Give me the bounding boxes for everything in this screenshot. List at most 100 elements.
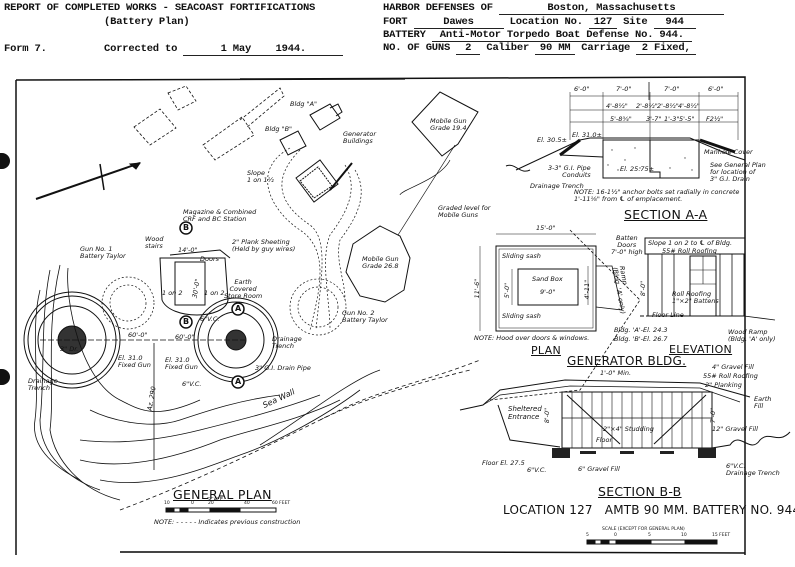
fort-value: Dawes (413, 16, 504, 29)
gen-sand-height: 5'-0" (503, 282, 512, 299)
label-gun-1: Gun No. 1 Battery Taylor (80, 245, 126, 261)
aa-dim-mid-3: 4'-8½" (678, 102, 700, 110)
fort-label: FORT (383, 16, 408, 28)
battery-label: BATTERY (383, 29, 426, 41)
gen-sliding-bottom: Sliding sash (502, 312, 541, 320)
label-6vc-bottom: 6"V.C. (182, 380, 202, 388)
battery-row: BATTERY Anti-Motor Torpedo Boat Defense … (383, 29, 692, 42)
general-plan-scale-label: SCALE (207, 497, 224, 503)
bb-vc-right: 6"V.C. Drainage Trench (726, 462, 780, 478)
harbor-row: HARBOR DEFENSES OF Boston, Massachusetts (383, 2, 724, 15)
caliber-value: 90 MM (535, 42, 576, 55)
label-dim-60-left: 60'-0" (128, 331, 148, 339)
label-3in-drain: 3" Dr. (60, 345, 79, 353)
generator-buildings-plan (279, 103, 343, 156)
label-earth-store-room: Earth Covered Store Room (224, 278, 263, 301)
gen-elev-height: 8'-0" (639, 280, 648, 297)
label-mobile-gun-19-4: Mobile Gun Grade 19.4 (430, 117, 467, 133)
aa-el-31-0: El. 31.0± (572, 131, 602, 139)
site-label: Site (623, 16, 648, 28)
general-plan-title: GENERAL PLAN (173, 487, 272, 502)
general-plan-scale-tick-1: 0 (191, 501, 194, 506)
general-plan-scale-tick-4: 60 FEET (272, 501, 291, 506)
store-room-plan (159, 249, 231, 316)
label-dim-60-right: 60'-0" (175, 333, 195, 341)
bb-min: 1'-0" Min. (600, 369, 632, 377)
aa-dim-top-2: 7'-0" (664, 85, 680, 93)
battery-taylor-dashed (101, 276, 347, 336)
bb-gravel-4: 4" Gravel Fill (712, 363, 754, 371)
bb-floor-el: Floor El. 27.5 (482, 459, 525, 467)
corrected-date: 1 May 1944. (183, 43, 344, 56)
label-dim-14: 14'-0" (178, 246, 198, 254)
aa-dim-low-4: F2½" (706, 115, 724, 123)
section-marker-a-top: A (235, 304, 242, 313)
bb-vc-left: 6"V.C. (527, 466, 547, 474)
general-plan-note: NOTE: - - - - - Indicates previous const… (154, 518, 301, 526)
report-title: REPORT OF COMPLETED WORKS - SEACOAST FOR… (4, 2, 316, 14)
guns-label: NO. OF GUNS (383, 42, 451, 54)
label-graded-level: Graded level for Mobile Guns (438, 204, 491, 220)
carriage-label: Carriage (581, 42, 631, 54)
label-wood-stairs: Wood stairs (145, 235, 164, 251)
bb-planking: 2" Planking (705, 381, 742, 389)
label-drain-pipe: 3" G.I. Drain Pipe (255, 364, 311, 372)
bb-height-right: 7'-0" (709, 407, 718, 424)
label-slope-1on2-left: 1 on 2 (162, 289, 183, 297)
label-gun-2: Gun No. 2 Battery Taylor (342, 309, 388, 325)
label-generator-buildings: Generator Buildings (343, 130, 377, 146)
caliber-label: Caliber (486, 42, 530, 54)
mobile-gun-19-4-outline (411, 91, 479, 157)
gen-width: 15'-0" (536, 224, 556, 232)
contours-magazine (267, 147, 362, 331)
gravel-footings (552, 448, 716, 458)
mobile-gun-26-8-outline (345, 225, 411, 303)
label-slope-1on2-right: 1 on 2 (204, 289, 225, 297)
aa-el-25-75: El. 25.75± (620, 165, 655, 173)
gen-note: NOTE: Hood over doors & windows. (474, 334, 590, 342)
form-label: Form 7. (4, 43, 47, 55)
section-marker-a-bottom: A (235, 377, 242, 386)
gen-sand-width: 9'-0" (540, 288, 556, 296)
gen-roof-slope: Slope 1 on 2 to ℄ of Bldg. (648, 239, 733, 247)
label-drainage-trench-left: Drainage Trench (28, 377, 58, 393)
aa-dim-mid-2: 2'-8½" (657, 102, 679, 110)
location-value: 127 (588, 16, 617, 29)
location-label: Location No. (509, 16, 583, 28)
sections-scale-label: SCALE (EXCEPT FOR GENERAL PLAN) (602, 527, 685, 532)
gen-plan-title: PLAN (531, 344, 561, 357)
aa-dim-top-3: 6'-0" (708, 85, 724, 93)
generator-bldg-title: GENERATOR BLDG. (567, 354, 687, 368)
sheet-border (15, 76, 746, 555)
gen-door-width: 4'-11" (583, 279, 592, 300)
gen-wood-ramp: Wood Ramp (Bldg. 'A' only) (728, 328, 776, 344)
gen-roll-roofing-55: 55# Roll Roofing (662, 247, 717, 255)
sections-scale-tick-1: 0 (614, 533, 617, 538)
corrected-label: Corrected to (104, 43, 178, 55)
battery-value: Anti-Motor Torpedo Boat Defense No. 944. (431, 29, 692, 42)
aa-dim-low-0: 5'-8¾" (610, 115, 632, 123)
report-subtitle: (Battery Plan) (104, 16, 190, 28)
sea-wall (119, 359, 481, 511)
location-title: LOCATION 127 AMTB 90 MM. BATTERY NO. 944 (503, 503, 795, 517)
binder-hole-bottom (0, 369, 10, 385)
generator-elevation-linework (640, 237, 776, 321)
label-drainage-trench-right: Drainage Trench (272, 335, 302, 351)
aa-dim-top-1: 7'-0" (616, 85, 632, 93)
fort-row: FORT Dawes Location No. 127 Site 944 (383, 16, 696, 29)
bb-studding: 2"×4" Studding (603, 425, 654, 433)
label-doors: Doors (200, 255, 220, 263)
section-aa-linework (505, 82, 746, 179)
label-magazine: Magazine & Combined CRF and BC Station (183, 208, 257, 224)
magazine-plan (295, 159, 353, 203)
aa-dim-low-3: 5'-5" (679, 115, 695, 123)
label-plank-sheeting: 2" Plank Sheeting (Held by guy wires) (232, 238, 296, 254)
gen-bldg-b-el: Bldg. 'B'-El. 26.7 (614, 335, 668, 343)
label-mobile-gun-26-8: Mobile Gun Grade 26.8 (362, 255, 399, 271)
sections-scale-tick-3: 10 (681, 533, 687, 538)
bb-sheltered-entrance: Sheltered Entrance (508, 405, 542, 421)
generator-plan-linework (479, 233, 623, 332)
label-el-31-gun1: El. 31.0 Fixed Gun (118, 354, 151, 370)
carriage-value: 2 Fixed, (636, 42, 697, 55)
